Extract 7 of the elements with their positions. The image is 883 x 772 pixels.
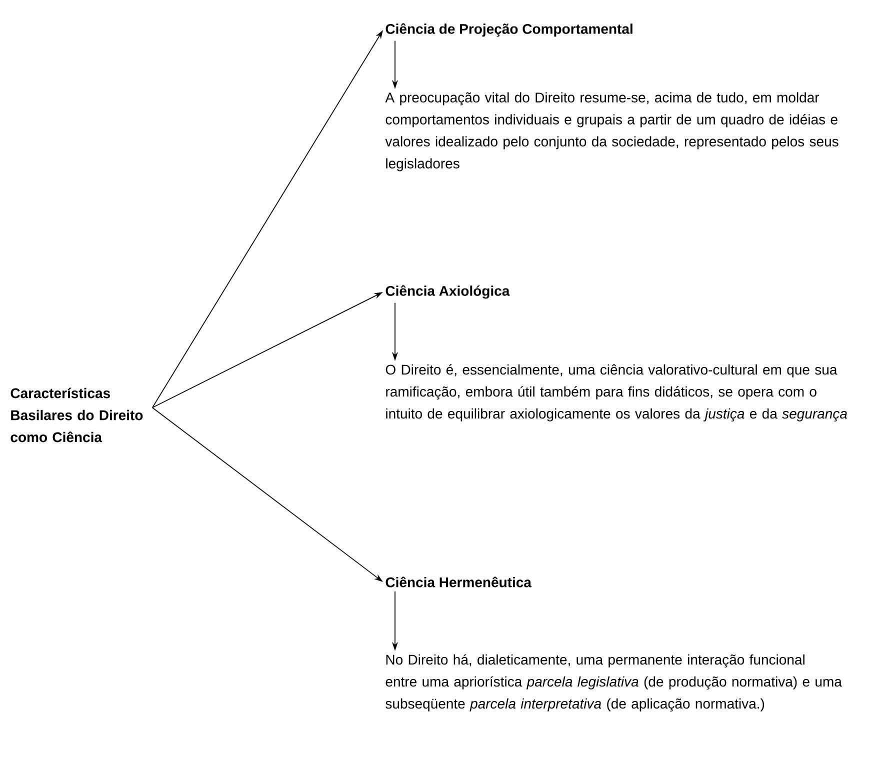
branch-heading: Ciência Axiológica [386,285,510,299]
branch-heading: Ciência Hermenêutica [386,576,532,588]
category-label: Características Basilares do Direito como Ciência [10,388,143,442]
description-text: A preocupação vital do Direito resume-se, acima de tudo, em moldar comportamentos individuais e grupais a partir de um quadro de idéias e valores idealizado pelo conjunto da sociedade, representado pelos seus legisladores [385,92,838,172]
description-text: No Direito há, dialeticamente, uma permanente interação funcional entre uma apriorística parcela legislativa (de produção normativa) e uma subseqüente parcela interpretativa (de aplicação normativa.) [386,654,842,712]
branch-heading: Ciência de Projeção Comportamental [386,23,632,37]
description-text: O Direito é, essencialmente, uma ciência valorativo-cultural em que sua ramificação, embora útil também para fins didáticos, se opera com o intuito de equilibrar axiologicamente os valores da justiça e da segurança [386,364,847,422]
